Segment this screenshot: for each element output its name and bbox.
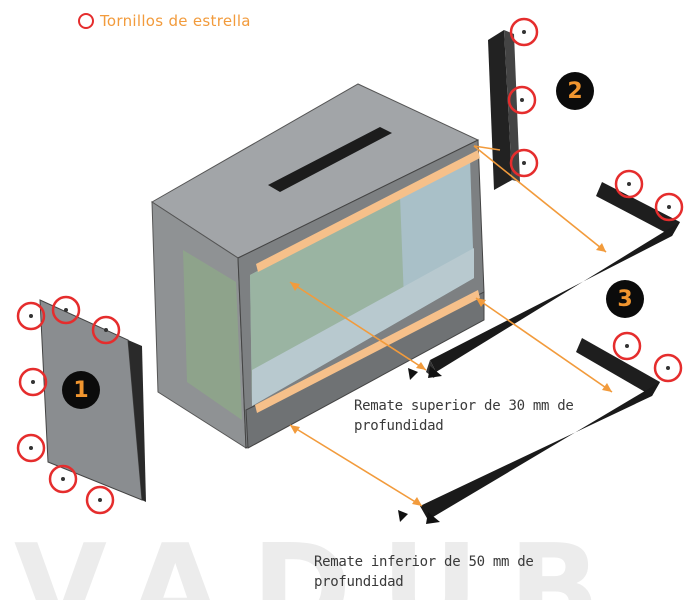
firebox [151, 83, 485, 449]
arrow-bottom-right [475, 297, 613, 393]
screw-ring [509, 148, 539, 178]
screw-ring [48, 464, 78, 494]
top-trim-note: Remate superior de 30 mm de profundidad [354, 398, 574, 434]
arrow-top-right [473, 145, 607, 253]
screw-ring [85, 485, 115, 515]
screw-ring [507, 85, 537, 115]
watermark: VADUB [14, 530, 631, 600]
screw-ring [509, 17, 539, 47]
arrow-heads [290, 243, 612, 506]
step-badge-3: 3 [606, 280, 644, 318]
screw-ring [612, 331, 642, 361]
guide-arrows [289, 145, 613, 507]
screw-ring-icon [78, 13, 94, 29]
screw-ring [91, 315, 121, 345]
arrow-top-left [289, 281, 427, 371]
vertical-bracket-part-2 [488, 30, 520, 190]
screw-ring [653, 353, 683, 383]
screw-dots [29, 30, 671, 502]
pointer-triangles [398, 366, 442, 524]
screw-ring [18, 367, 48, 397]
screw-ring [614, 169, 644, 199]
screw-ring [51, 295, 81, 325]
screw-ring [16, 433, 46, 463]
screw-rings [16, 17, 684, 515]
screw-ring [654, 192, 684, 222]
step-badge-2: 2 [556, 72, 594, 110]
legend-label: Tornillos de estrella [100, 12, 251, 30]
legend: Tornillos de estrella [78, 10, 251, 32]
screw-ring [16, 301, 46, 331]
bottom-trim-l [420, 338, 660, 520]
step-badge-1: 1 [62, 371, 100, 409]
bottom-trim-note: Remate inferior de 50 mm de profundidad [314, 554, 534, 590]
arrow-bottom-left [289, 424, 423, 507]
